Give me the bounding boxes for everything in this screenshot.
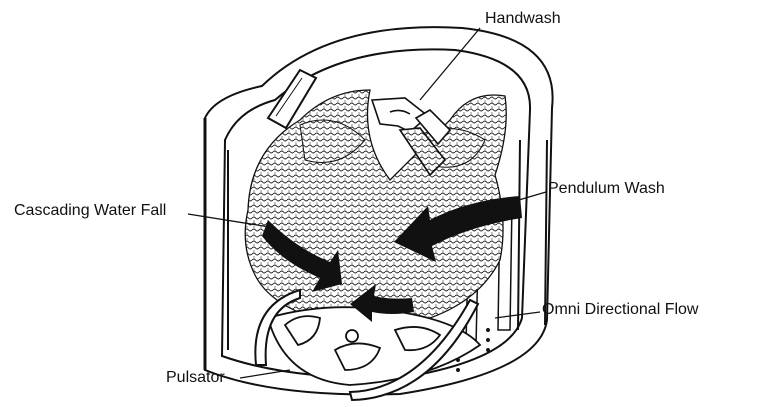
label-pulsator: Pulsator xyxy=(166,370,225,386)
label-pendulum-wash: Pendulum Wash xyxy=(548,181,665,197)
label-cascading-water-fall: Cascading Water Fall xyxy=(14,203,166,219)
label-handwash: Handwash xyxy=(485,11,561,27)
label-omni-directional-flow: Omni Directional Flow xyxy=(542,302,698,318)
